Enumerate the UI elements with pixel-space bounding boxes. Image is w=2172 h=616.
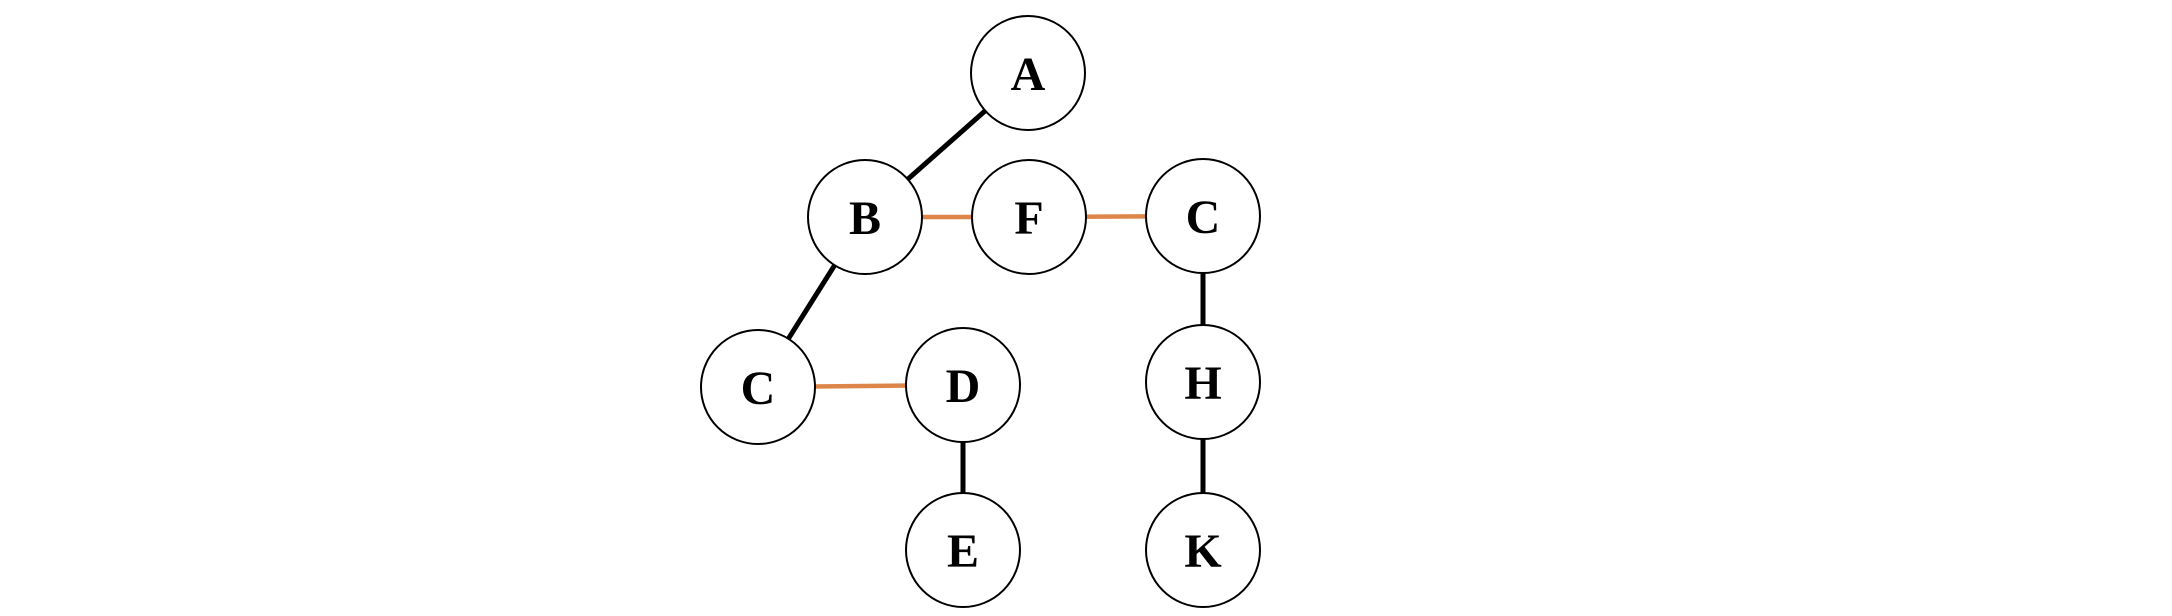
node-E: E	[905, 492, 1021, 608]
node-label-H: H	[1184, 357, 1221, 410]
node-label-E: E	[947, 525, 979, 578]
node-label-A: A	[1011, 48, 1046, 101]
node-K: K	[1145, 492, 1261, 608]
node-label-K: K	[1184, 525, 1221, 578]
node-label-C1: C	[741, 362, 776, 415]
node-C1: C	[700, 329, 816, 445]
node-circle-D	[905, 327, 1021, 443]
node-label-B: B	[849, 192, 881, 245]
node-F: F	[971, 159, 1087, 275]
node-label-F: F	[1014, 192, 1043, 245]
node-circle-C2	[1145, 158, 1261, 274]
node-circle-E	[905, 492, 1021, 608]
node-circle-A	[970, 15, 1086, 131]
node-A: A	[970, 15, 1086, 131]
node-circle-F	[971, 159, 1087, 275]
node-circle-H	[1145, 324, 1261, 440]
node-label-D: D	[946, 360, 981, 413]
node-label-C2: C	[1186, 191, 1221, 244]
node-H: H	[1145, 324, 1261, 440]
node-B: B	[807, 159, 923, 275]
node-circle-B	[807, 159, 923, 275]
node-circle-K	[1145, 492, 1261, 608]
node-C2: C	[1145, 158, 1261, 274]
node-D: D	[905, 327, 1021, 443]
node-circle-C1	[700, 329, 816, 445]
